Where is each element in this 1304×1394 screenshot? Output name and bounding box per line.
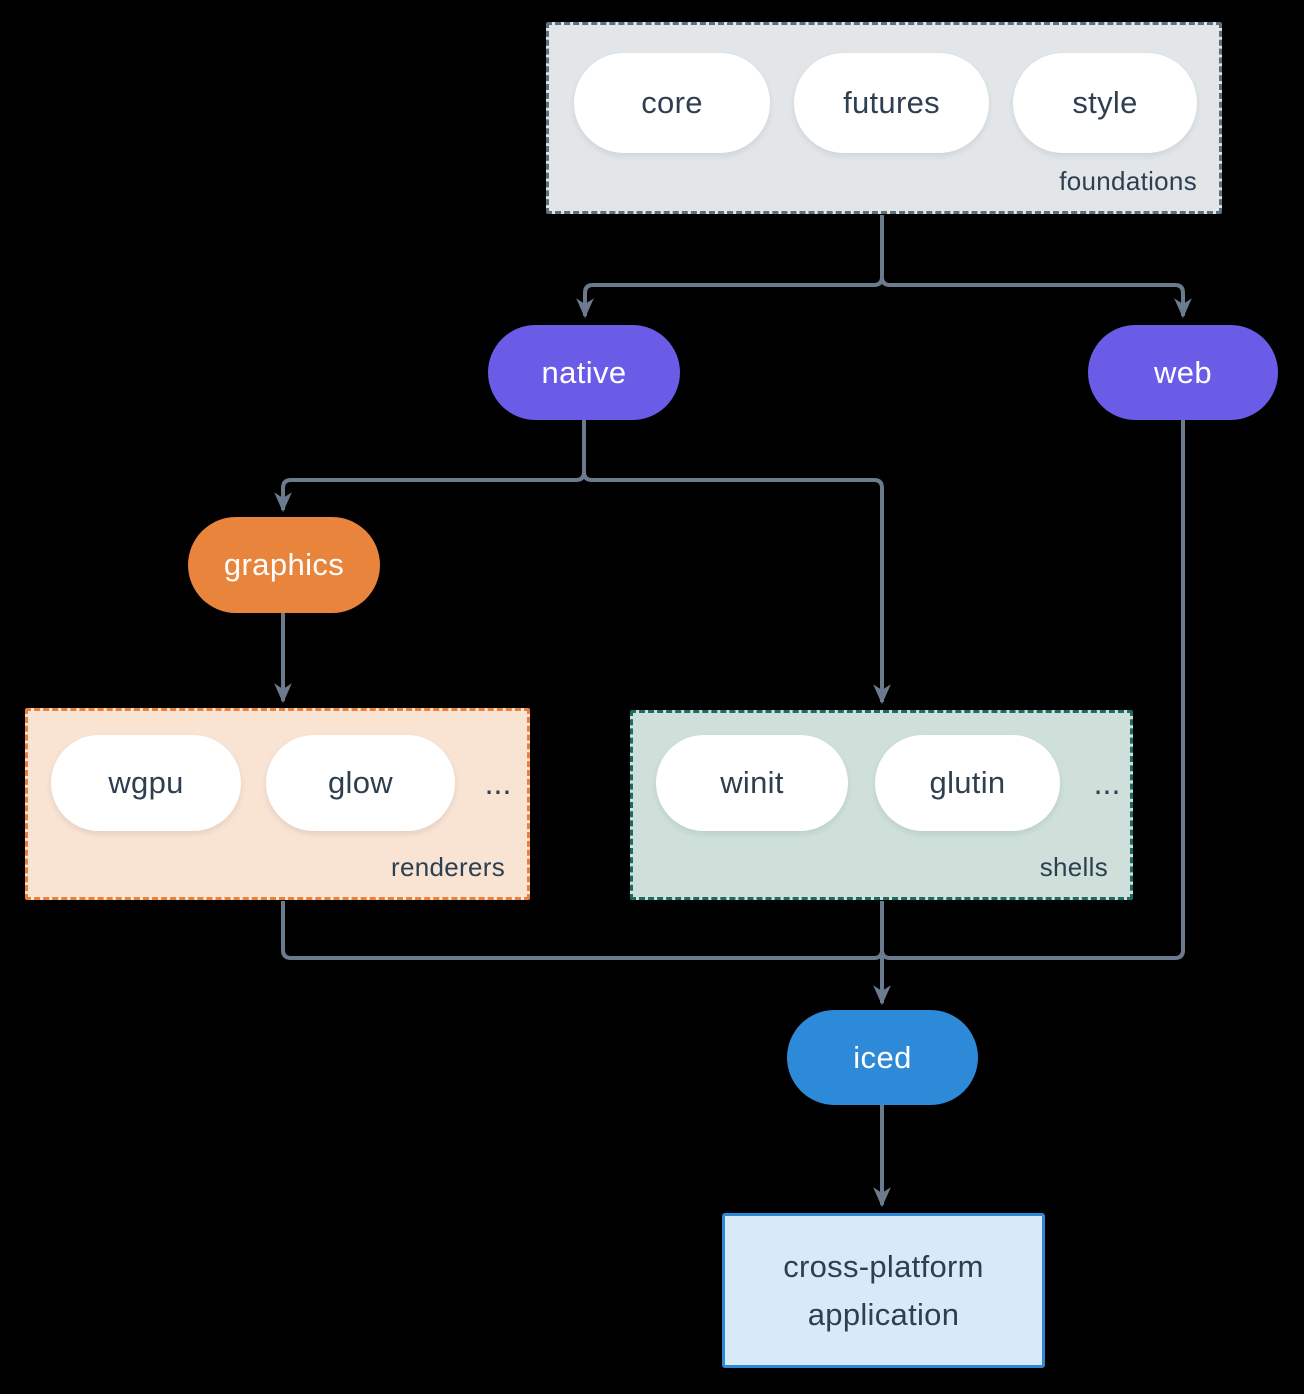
edge-native-graphics bbox=[274, 420, 586, 513]
node-cross-platform-application: cross-platform application bbox=[722, 1213, 1045, 1368]
group-renderers: wgpu glow ... renderers bbox=[25, 708, 530, 900]
shells-ellipsis: ... bbox=[1093, 764, 1121, 801]
node-graphics: graphics bbox=[188, 517, 380, 613]
node-glutin: glutin bbox=[875, 735, 1060, 831]
node-futures: futures bbox=[794, 53, 989, 153]
group-label-renderers: renderers bbox=[391, 852, 505, 882]
group-label-foundations: foundations bbox=[1059, 166, 1197, 196]
edge-foundations-web bbox=[880, 215, 1192, 319]
node-web: web bbox=[1088, 325, 1278, 420]
node-winit: winit bbox=[656, 735, 848, 831]
node-core: core bbox=[574, 53, 770, 153]
group-shells: winit glutin ... shells bbox=[630, 710, 1133, 900]
node-glow: glow bbox=[266, 735, 455, 831]
group-label-shells: shells bbox=[1039, 852, 1108, 882]
edge-native-shells bbox=[582, 420, 891, 705]
edge-renderers-iced bbox=[281, 901, 884, 960]
node-style: style bbox=[1013, 53, 1197, 153]
node-native: native bbox=[488, 325, 680, 420]
node-wgpu: wgpu bbox=[51, 735, 241, 831]
node-iced: iced bbox=[787, 1010, 978, 1105]
group-foundations: core futures style foundations bbox=[546, 22, 1222, 214]
edge-foundations-native bbox=[576, 215, 884, 319]
renderers-ellipsis: ... bbox=[484, 764, 512, 801]
